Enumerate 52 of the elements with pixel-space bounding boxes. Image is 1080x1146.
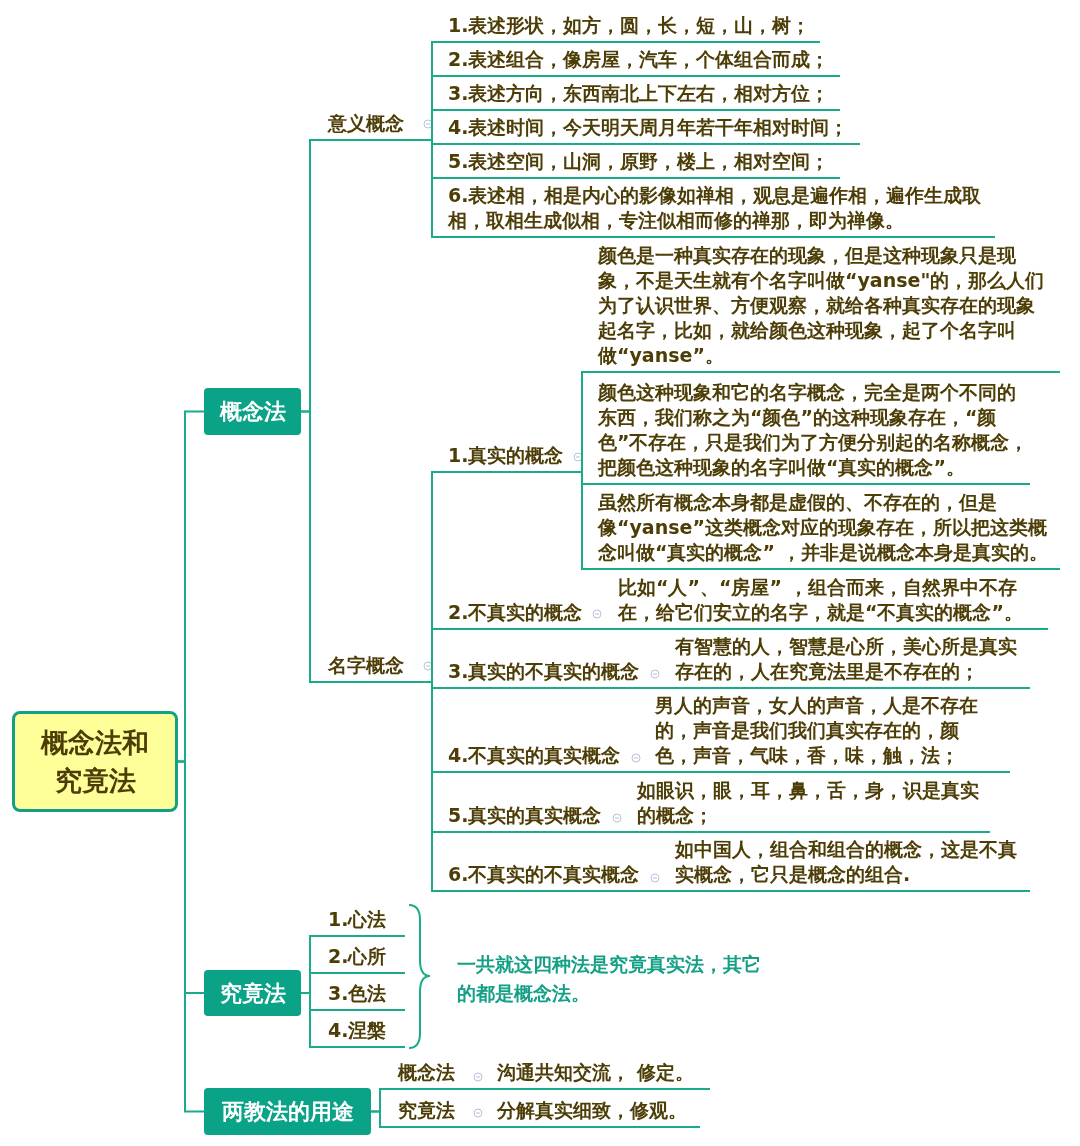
underlined-topic: 4.涅槃	[316, 1011, 405, 1048]
topic-box: 究竟法	[204, 970, 301, 1016]
underlined-topic: 有智慧的人，智慧是心所，美心所是真实存在的，人在究竟法里是不存在的；	[672, 632, 1030, 689]
connector-line	[177, 760, 205, 1113]
connector-line	[644, 771, 653, 773]
underlined-topic: 2.表述组合，像房屋，汽车，个体组合而成；	[438, 43, 840, 77]
underlined-topic: 虽然所有概念本身都是虚假的、不存在的，但是像“yanse”这类概念对应的现象存在，所以把这类概念叫做“真实的概念” ，并非是说概念本身是真实的。	[588, 485, 1060, 570]
underlined-topic: 3.真实的不真实的概念	[438, 650, 662, 689]
underlined-topic: 5.表述空间，山洞，原野，楼上，相对空间；	[438, 145, 840, 179]
underlined-topic: 究竟法	[386, 1094, 485, 1128]
connector-line	[370, 1110, 387, 1128]
underlined-topic: 2.心所	[316, 937, 405, 974]
underlined-topic: 颜色是一种真实存在的现象，但是这种现象只是现象，不是天生就有个名字叫做“yanse"的，那么人们为了认识世界、方便观察，就给各种真实存在的现象起名字，比如，就给颜色这种现象，起了个名字叫做“yanse”。	[588, 242, 1060, 373]
underlined-topic: 6.不真实的不真实概念	[438, 855, 662, 892]
underlined-topic: 1.心法	[316, 902, 405, 937]
underlined-topic: 1.真实的概念	[438, 435, 582, 473]
connector-line	[604, 628, 613, 630]
topic-box: 概念法	[204, 388, 301, 435]
note-text: 一共就这四种法是究竟真实法，其它的都是概念法。	[457, 952, 762, 1006]
connector-line	[627, 831, 635, 833]
connector-line	[661, 687, 673, 689]
underlined-topic: 2.不真实的概念	[438, 590, 605, 630]
underlined-topic: 6.表述相，相是内心的影像如禅相，观息是遍作相，遍作生成取相，取相生成似相，专注似相而修的禅那，即为禅像。	[438, 179, 995, 238]
underlined-topic: 男人的声音，女人的声音，人是不存在的，声音是我们我们真实存在的，颜色，声音，气味，香，味，触，法；	[652, 692, 1010, 773]
underlined-topic: 分解真实细致，修观。	[492, 1094, 700, 1128]
underlined-topic: 3.色法	[316, 974, 405, 1011]
topic-box: 两教法的用途	[204, 1088, 371, 1135]
underlined-topic: 颜色这种现象和它的名字概念，完全是两个不同的东西，我们称之为“颜色”的这种现象存在，“颜色”不存在，只是我们为了方便分别起的名称概念，把颜色这种现象的名字叫做“真实的概念”。	[588, 373, 1030, 485]
underlined-topic: 概念法	[386, 1058, 485, 1090]
underlined-topic: 如眼识，眼，耳，鼻，舌，身，识是真实的概念；	[634, 776, 990, 833]
connector-line	[581, 471, 589, 570]
underlined-topic: 比如“人”、“房屋” ，组合而来，自然界中不存在，给它们安立的名字，就是“不真实的概念”。	[612, 572, 1048, 630]
connector-line	[300, 992, 317, 1048]
connector-line	[661, 890, 673, 892]
underlined-topic: 5.真实的真实概念	[438, 795, 628, 833]
connector-line	[484, 1088, 493, 1090]
connector-line	[431, 681, 439, 892]
connector-line	[300, 410, 317, 683]
connector-line	[581, 371, 589, 473]
connector-line	[431, 628, 439, 683]
underlined-topic: 4.表述时间，今天明天周月年若干年相对时间；	[438, 111, 860, 145]
connector-line	[484, 1126, 493, 1128]
underlined-topic: 4.不真实的真实概念	[438, 735, 645, 773]
underlined-topic: 沟通共知交流， 修定。	[492, 1058, 710, 1090]
connector-line	[431, 109, 439, 141]
underlined-topic: 名字概念	[316, 640, 432, 683]
underlined-topic: 3.表述方向，东西南北上下左右，相对方位；	[438, 77, 840, 111]
underlined-topic: 意义概念	[316, 100, 432, 141]
underlined-topic: 如中国人，组合和组合的概念，这是不真实概念，它只是概念的组合.	[672, 836, 1030, 892]
central-topic-box: 概念法和究竟法	[12, 711, 178, 812]
underlined-topic: 1.表述形状，如方，圆，长，短，山，树；	[438, 10, 820, 43]
connector-line	[431, 139, 439, 238]
